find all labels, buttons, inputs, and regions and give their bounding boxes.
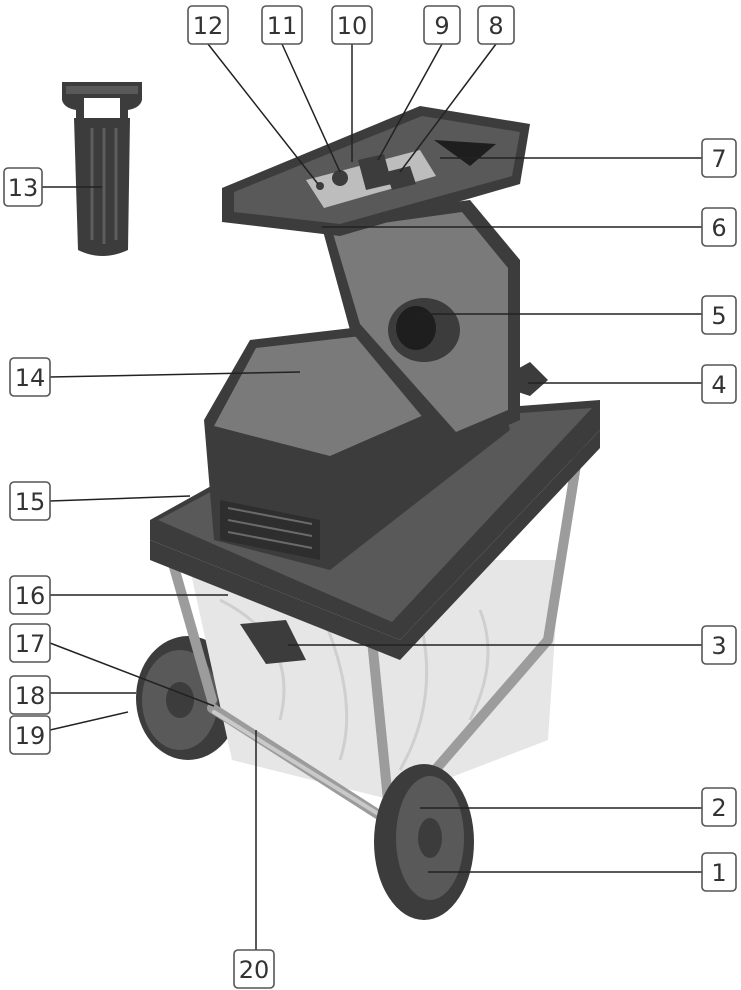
leader-line-8 xyxy=(399,43,497,173)
callout-7: 7 xyxy=(701,138,737,178)
callout-18: 18 xyxy=(9,675,51,715)
callout-15: 15 xyxy=(9,481,51,521)
callout-6-text: 6 xyxy=(711,214,726,242)
callout-12: 12 xyxy=(187,5,229,45)
callout-12-text: 12 xyxy=(193,12,224,40)
callout-10: 10 xyxy=(331,5,373,45)
shredder-illustration xyxy=(62,82,600,920)
callout-4: 4 xyxy=(701,364,737,404)
callout-19-text: 19 xyxy=(15,722,46,750)
push-tool xyxy=(62,82,142,256)
callout-14-text: 14 xyxy=(15,364,46,392)
callout-10-text: 10 xyxy=(337,12,368,40)
callout-9-text: 9 xyxy=(434,12,449,40)
leader-line-19 xyxy=(49,711,129,731)
leader-line-15 xyxy=(49,495,191,502)
callout-1: 1 xyxy=(701,852,737,892)
callout-2: 2 xyxy=(701,787,737,827)
callout-19: 19 xyxy=(9,715,51,755)
callout-16-text: 16 xyxy=(15,582,46,610)
callout-5: 5 xyxy=(701,295,737,335)
callout-14: 14 xyxy=(9,357,51,397)
callout-13: 13 xyxy=(3,167,43,207)
callout-16: 16 xyxy=(9,575,51,615)
callout-13-text: 13 xyxy=(8,174,39,202)
callout-7-text: 7 xyxy=(711,145,726,173)
bag-clip xyxy=(240,620,306,664)
callout-8-text: 8 xyxy=(488,12,503,40)
callout-15-text: 15 xyxy=(15,488,46,516)
front-wheel xyxy=(374,764,474,920)
callout-20: 20 xyxy=(233,949,275,989)
callout-11-text: 11 xyxy=(267,12,298,40)
leader-line-17 xyxy=(49,642,215,707)
callout-8: 8 xyxy=(477,5,515,45)
callout-20-text: 20 xyxy=(239,956,270,984)
leader-line-14 xyxy=(49,371,301,378)
leader-line-9 xyxy=(377,43,443,161)
callout-5-text: 5 xyxy=(711,302,726,330)
callout-18-text: 18 xyxy=(15,682,46,710)
callout-4-text: 4 xyxy=(711,371,726,399)
callout-17-text: 17 xyxy=(15,630,46,658)
callout-labels: 1 2 3 4 5 6 7 8 9 10 11 12 13 14 15 16 1… xyxy=(3,5,737,989)
callout-11: 11 xyxy=(261,5,303,45)
callout-1-text: 1 xyxy=(711,859,726,887)
leader-lines xyxy=(42,43,702,950)
callout-6: 6 xyxy=(701,207,737,247)
adjustment-knob xyxy=(388,298,460,362)
control-panel xyxy=(306,150,436,208)
callout-3-text: 3 xyxy=(711,632,726,660)
leader-line-11 xyxy=(281,43,341,173)
callout-9: 9 xyxy=(423,5,461,45)
strain-relief xyxy=(512,362,548,396)
callout-3: 3 xyxy=(701,625,737,665)
callout-2-text: 2 xyxy=(711,794,726,822)
callout-17: 17 xyxy=(9,623,51,663)
leader-line-12 xyxy=(207,43,319,185)
